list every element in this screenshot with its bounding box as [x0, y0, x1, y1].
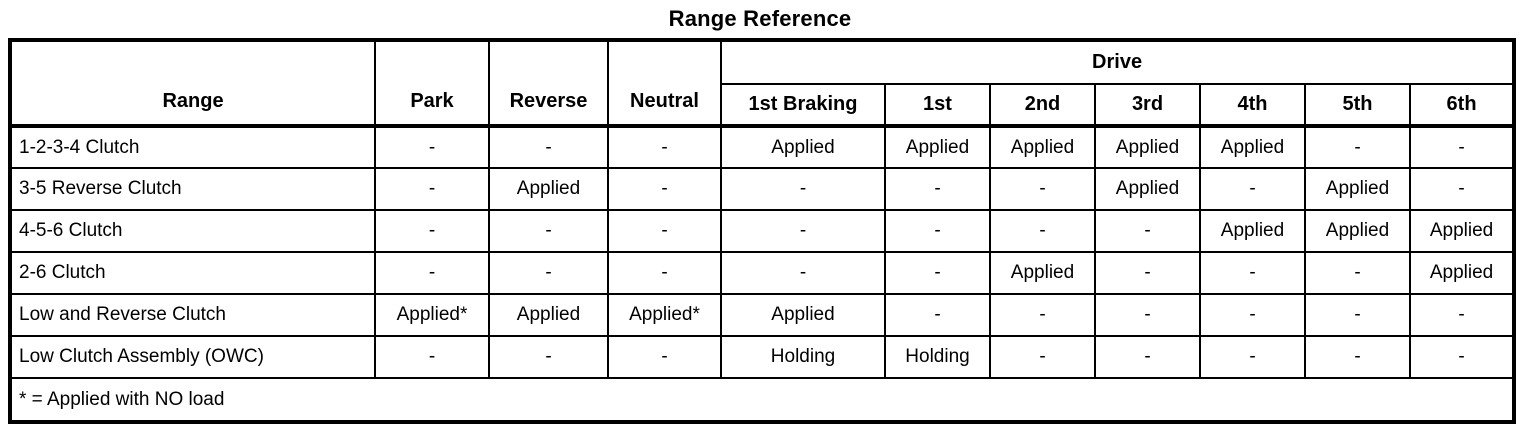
table-cell: -	[720, 251, 886, 295]
table-cell: -	[1199, 167, 1306, 211]
table-cell: -	[1304, 251, 1411, 295]
row-label: 4-5-6 Clutch	[9, 209, 376, 253]
table-cell: Holding	[720, 335, 886, 379]
table-cell: Applied	[1199, 125, 1306, 169]
col-header-neutral: Neutral	[607, 39, 722, 128]
table-row: 1-2-3-4 Clutch - - - Applied Applied App…	[9, 125, 1516, 169]
table-cell: -	[1304, 125, 1411, 169]
table-cell: -	[374, 209, 490, 253]
table-cell: -	[1304, 335, 1411, 379]
table-cell: -	[884, 293, 991, 337]
table-cell: -	[989, 209, 1096, 253]
table-cell: -	[607, 125, 722, 169]
table-cell: -	[884, 251, 991, 295]
table-cell: -	[1199, 293, 1306, 337]
table-cell: Applied	[1408, 251, 1516, 295]
page-title: Range Reference	[668, 6, 852, 31]
row-label: 3-5 Reverse Clutch	[9, 167, 376, 211]
table-cell: -	[488, 209, 609, 253]
table-row: Low and Reverse Clutch Applied* Applied …	[9, 293, 1516, 337]
table-cell: -	[607, 251, 722, 295]
table-cell: Holding	[884, 335, 991, 379]
table-cell: -	[989, 167, 1096, 211]
range-reference-table: Range Park Reverse Neutral Drive 1st Bra…	[8, 38, 1517, 424]
table-cell: -	[989, 293, 1096, 337]
col-header-6th: 6th	[1408, 83, 1516, 128]
col-header-5th: 5th	[1304, 83, 1411, 128]
table-cell: Applied	[1199, 209, 1306, 253]
table-cell: -	[488, 125, 609, 169]
table-cell: Applied	[1304, 209, 1411, 253]
table-cell: Applied*	[374, 293, 490, 337]
table-cell: Applied*	[607, 293, 722, 337]
header-row-gears: 1st Braking 1st 2nd 3rd 4th 5th 6th	[10, 83, 1516, 128]
table-cell: -	[374, 335, 490, 379]
table-cell: -	[1094, 293, 1201, 337]
table-cell: -	[374, 251, 490, 295]
table-cell: -	[1408, 167, 1516, 211]
header-row-top: Range Park Reverse Neutral Drive	[9, 39, 1516, 128]
footnote-row: * = Applied with NO load	[8, 377, 1516, 423]
table-cell: Applied	[488, 167, 609, 211]
row-label: 2-6 Clutch	[9, 251, 376, 295]
table-cell: -	[488, 251, 609, 295]
table-cell: Applied	[1408, 209, 1516, 253]
table-row: 4-5-6 Clutch - - - - - - - Applied Appli…	[9, 209, 1516, 253]
table-cell: -	[607, 335, 722, 379]
table-cell: Applied	[488, 293, 609, 337]
table-row: 2-6 Clutch - - - - - Applied - - - Appli…	[9, 251, 1516, 295]
table-cell: -	[1094, 335, 1201, 379]
table-cell: -	[374, 125, 490, 169]
table-cell: Applied	[1094, 167, 1201, 211]
col-header-3rd: 3rd	[1094, 83, 1201, 128]
col-header-1st: 1st	[884, 83, 991, 128]
table-cell: -	[989, 335, 1096, 379]
row-label: Low and Reverse Clutch	[9, 293, 376, 337]
table-cell: -	[1304, 293, 1411, 337]
table-row: Low Clutch Assembly (OWC) - - - Holding …	[9, 335, 1516, 379]
table-cell: Applied	[989, 125, 1096, 169]
table-cell: -	[607, 167, 722, 211]
table-cell: -	[1094, 209, 1201, 253]
table-cell: Applied	[989, 251, 1096, 295]
table-cell: -	[1199, 251, 1306, 295]
col-header-2nd: 2nd	[989, 83, 1096, 128]
table-row: 3-5 Reverse Clutch - Applied - - - - App…	[9, 167, 1516, 211]
col-header-1st-braking: 1st Braking	[720, 83, 886, 128]
col-header-4th: 4th	[1199, 83, 1306, 128]
footnote: * = Applied with NO load	[8, 377, 1516, 423]
table-cell: -	[884, 209, 991, 253]
table-cell: Applied	[720, 293, 886, 337]
table-cell: -	[488, 335, 609, 379]
col-header-reverse: Reverse	[488, 39, 609, 128]
col-header-range: Range	[9, 39, 376, 128]
col-group-header-drive: Drive	[719, 39, 1516, 85]
table-cell: -	[1199, 335, 1306, 379]
row-label: Low Clutch Assembly (OWC)	[9, 335, 376, 379]
table-cell: -	[1094, 251, 1201, 295]
table-cell: Applied	[1094, 125, 1201, 169]
row-label: 1-2-3-4 Clutch	[9, 125, 376, 169]
table-cell: Applied	[884, 125, 991, 169]
table-cell: -	[720, 167, 886, 211]
table-cell: Applied	[720, 125, 886, 169]
table-cell: -	[1408, 125, 1516, 169]
table-cell: -	[884, 167, 991, 211]
table-cell: -	[1408, 293, 1516, 337]
table-cell: -	[1408, 335, 1516, 379]
table-cell: -	[720, 209, 886, 253]
table-cell: -	[607, 209, 722, 253]
col-header-park: Park	[374, 39, 490, 128]
table-cell: Applied	[1304, 167, 1411, 211]
table-cell: -	[374, 167, 490, 211]
